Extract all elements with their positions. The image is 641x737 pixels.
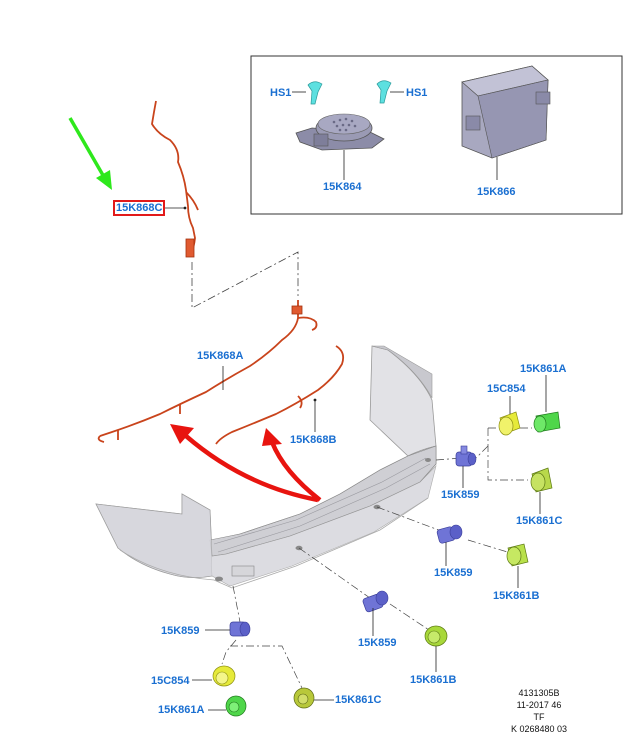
- harness-15K868B: [215, 345, 345, 445]
- label-15K864: 15K864: [323, 181, 362, 193]
- label-15C854-top: 15C854: [487, 383, 526, 395]
- connector-leader: [191, 251, 299, 309]
- label-15K868B: 15K868B: [290, 434, 337, 446]
- sounder-15K864: [295, 113, 385, 151]
- bezel-15C854-bottom: [212, 665, 236, 687]
- label-hs1-right: HS1: [406, 87, 428, 99]
- bezel-15K861B-right: [506, 543, 529, 567]
- label-15C854-bottom: 15C854: [151, 675, 190, 687]
- label-15K861C-bottom: 15K861C: [335, 694, 382, 706]
- module-15K866: [461, 65, 551, 159]
- label-15K859-left: 15K859: [161, 625, 200, 637]
- sensor-15K859-left: [229, 621, 251, 637]
- label-15K861B-right: 15K861B: [493, 590, 540, 602]
- ref-line-3: TF: [533, 712, 545, 722]
- bezel-15K861A-bottom: [225, 695, 247, 717]
- label-15K861A-bottom: 15K861A: [158, 704, 205, 716]
- ref-line-4: K 0268480 03: [510, 724, 568, 734]
- screw-hs1-right: [376, 80, 392, 104]
- ref-line-1: 4131305B: [518, 688, 560, 698]
- bezel-15K861B-mid: [424, 625, 448, 647]
- label-15K861A-top: 15K861A: [520, 363, 567, 375]
- bezel-15K861C-bottom: [293, 687, 315, 709]
- sensor-15K859-mid: [362, 590, 389, 613]
- sensor-15K859-r2: [436, 524, 463, 544]
- rear-bumper: [95, 345, 437, 589]
- ref-line-2: 11-2017 46: [516, 700, 562, 710]
- harness-15K868A: [97, 300, 318, 443]
- red-arrow-left: [170, 424, 319, 503]
- label-15K859-r1: 15K859: [441, 489, 480, 501]
- harness-15K868C: [151, 100, 199, 258]
- green-arrow: [68, 117, 112, 190]
- label-15K859-r2: 15K859: [434, 567, 473, 579]
- bezel-15K861A-top: [533, 411, 561, 433]
- label-15K859-mid: 15K859: [358, 637, 397, 649]
- sensor-15K859-r1: [455, 445, 477, 467]
- label-hs1-left: HS1: [270, 87, 292, 99]
- red-arrow-right: [262, 428, 322, 502]
- inset-box: [250, 55, 623, 215]
- label-15K861B-mid: 15K861B: [410, 674, 457, 686]
- label-15K868A: 15K868A: [197, 350, 244, 362]
- screw-hs1-left: [307, 81, 323, 105]
- bezel-15C854-top: [498, 411, 521, 436]
- bezel-15K861C-right: [530, 467, 553, 493]
- label-15K861C-right: 15K861C: [516, 515, 563, 527]
- label-15K868C-highlighted: 15K868C: [112, 200, 166, 216]
- label-15K866: 15K866: [477, 186, 516, 198]
